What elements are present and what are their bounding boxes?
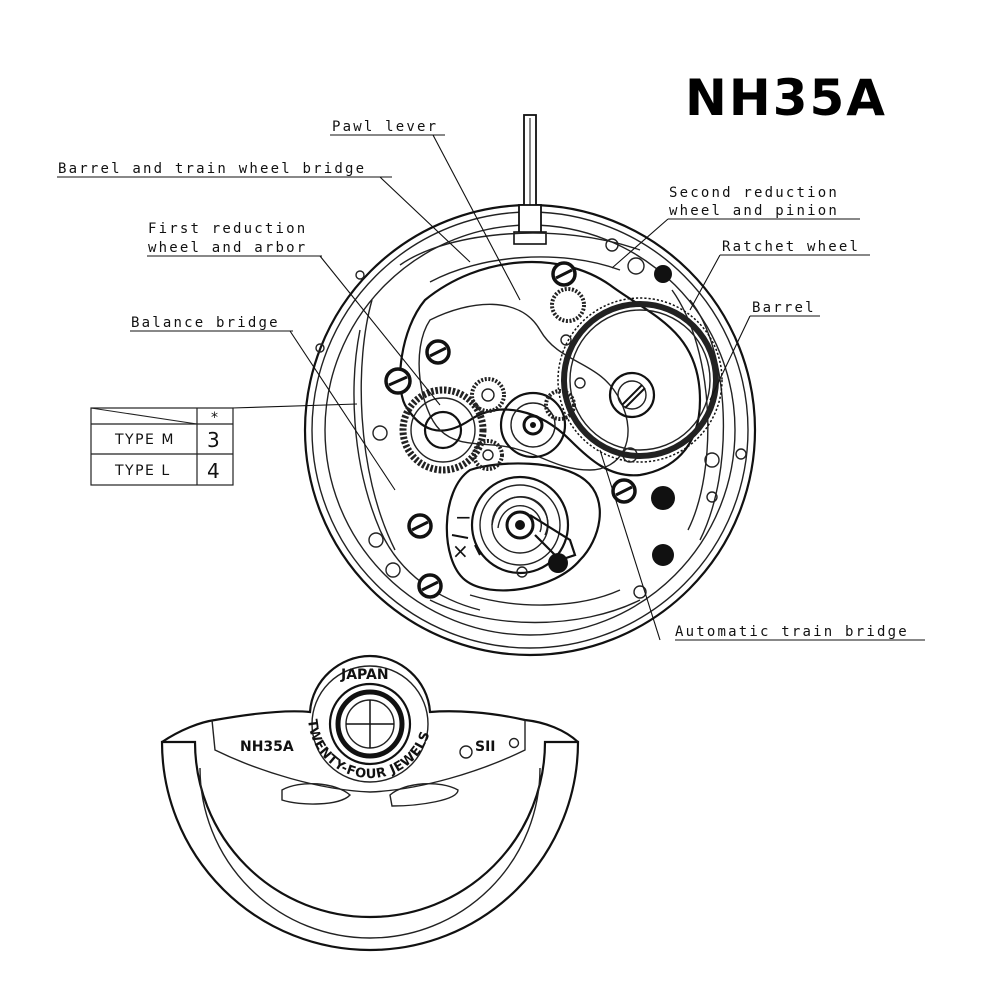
balance-bridge-plate (445, 462, 601, 592)
table-row-value-l: 4 (207, 459, 220, 483)
gears (399, 287, 723, 575)
type-table: * TYPE M 3 TYPE L 4 (90, 407, 234, 486)
label-automatic-train-bridge: Automatic train bridge (675, 624, 909, 640)
label-barrel-train-wheel-bridge: Barrel and train wheel bridge (58, 161, 366, 177)
winding-stem (513, 114, 547, 245)
regulator-minus: − (455, 505, 472, 529)
center-wheel (499, 391, 567, 459)
table-row-type-l: TYPE L (114, 463, 171, 479)
screws (315, 238, 747, 599)
regulator-marks: − × (451, 505, 481, 563)
rotor-model: NH35A (240, 739, 294, 755)
callout-labels: Pawl lever Barrel and train wheel bridge… (58, 119, 909, 640)
movement-outline (303, 114, 757, 657)
table-row-value-m: 3 (207, 428, 220, 452)
label-first-reduction-line1: First reduction (148, 221, 307, 237)
rotor: JAPAN NH35A SII TWENTY-FOUR JEWELS (160, 654, 580, 952)
plates (353, 232, 725, 624)
table-header-symbol: * (211, 410, 220, 426)
regulator-cross: × (452, 539, 469, 563)
label-barrel: Barrel (752, 300, 816, 316)
rotor-brand: SII (475, 739, 496, 755)
label-pawl-lever: Pawl lever (332, 119, 438, 135)
barrel-gear (557, 297, 723, 463)
balance-wheel (470, 475, 577, 575)
label-ratchet-wheel: Ratchet wheel (722, 239, 860, 255)
label-first-reduction-line2: wheel and arbor (148, 240, 307, 256)
rotor-country: JAPAN (340, 667, 389, 683)
table-row-type-m: TYPE M (114, 432, 175, 448)
label-second-reduction-line1: Second reduction (669, 185, 839, 201)
diagram-title: NH35A (685, 69, 887, 127)
callout-leaders (57, 134, 925, 641)
label-balance-bridge: Balance bridge (131, 315, 280, 331)
automatic-train-bridge-plate (418, 303, 629, 471)
label-second-reduction-line2: wheel and pinion (669, 203, 839, 219)
barrel-train-wheel-bridge (399, 261, 702, 477)
first-reduction-wheel (399, 386, 487, 474)
